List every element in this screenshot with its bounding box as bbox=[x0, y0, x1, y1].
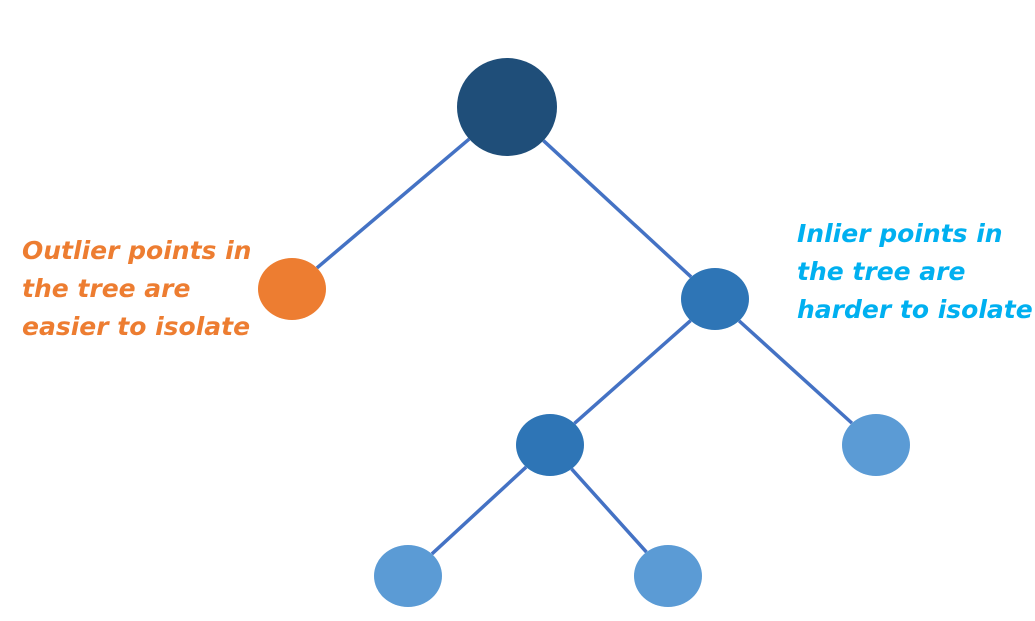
edge-internal-right-to-leaf-right bbox=[737, 319, 854, 425]
node-outlier-leaf bbox=[258, 258, 326, 320]
node-leaf-bottom-left bbox=[374, 545, 442, 607]
edge-root-to-internal-right bbox=[542, 139, 693, 279]
edge-internal-lower-to-leaf-bottom-left bbox=[430, 465, 528, 556]
outlier-annotation: Outlier points in the tree are easier to… bbox=[22, 232, 251, 346]
inlier-annotation-line-2: the tree are bbox=[797, 257, 966, 286]
inlier-annotation-line-1: Inlier points in bbox=[797, 219, 1003, 248]
edge-internal-right-to-internal-lower bbox=[573, 319, 692, 425]
node-leaf-right bbox=[842, 414, 910, 476]
node-root bbox=[457, 58, 557, 156]
outlier-annotation-line-3: easier to isolate bbox=[22, 312, 251, 341]
tree-nodes bbox=[258, 58, 910, 607]
node-internal-right bbox=[681, 268, 749, 330]
node-leaf-bottom-right bbox=[634, 545, 702, 607]
outlier-annotation-line-2: the tree are bbox=[22, 274, 191, 303]
inlier-annotation-line-3: harder to isolate bbox=[797, 295, 1033, 324]
outlier-annotation-line-1: Outlier points in bbox=[22, 236, 252, 265]
edge-internal-lower-to-leaf-bottom-right bbox=[570, 467, 648, 554]
tree-edges bbox=[315, 137, 854, 556]
edge-root-to-outlier-leaf bbox=[315, 137, 471, 270]
inlier-annotation: Inlier points in the tree are harder to … bbox=[797, 215, 1033, 329]
node-internal-lower bbox=[516, 414, 584, 476]
